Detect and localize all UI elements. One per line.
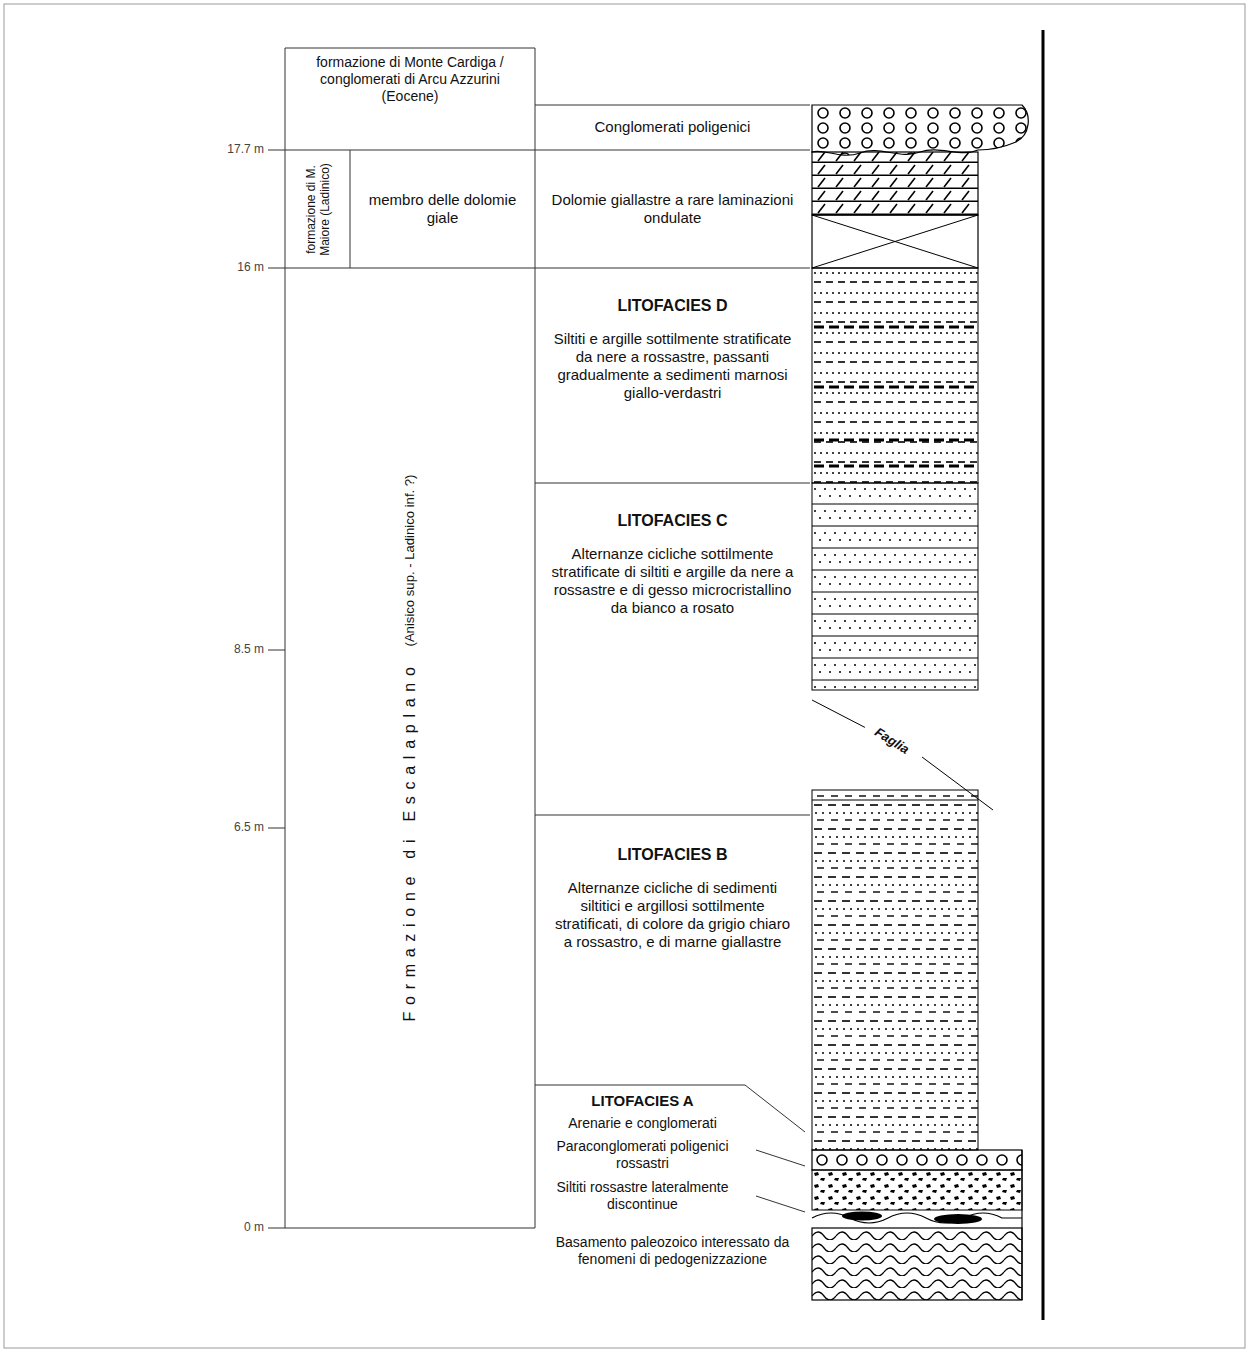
scale-label: 6.5 m <box>190 820 264 834</box>
box-text: Paraconglomerati poligenici rossastri <box>552 1138 733 1172</box>
fault-label: Faglia <box>862 718 921 763</box>
text-stack: Dolomie giallastre a rare laminazioni on… <box>537 152 808 266</box>
lithofacies-heading: LITOFACIES C <box>617 511 727 531</box>
member-box: membro delle dolomie giale <box>352 152 533 266</box>
box-text: Siltiti e argille sottilmente stratifica… <box>549 330 796 403</box>
box-line <box>535 105 810 106</box>
siltite-lens <box>934 1214 982 1224</box>
scale-label: 16 m <box>190 260 264 274</box>
scale-axis <box>285 48 286 1228</box>
box-text: (Anisico sup. - Ladinico inf. ?) <box>402 475 417 647</box>
scale-tick <box>268 650 285 651</box>
clay-layer <box>814 465 976 468</box>
text-stack: LITOFACIES A Arenarie e conglomeratiParac… <box>540 1088 745 1226</box>
box-text: formazione di Monte Cardiga / conglomera… <box>299 54 521 105</box>
conglomerate-bed <box>812 105 1028 155</box>
siltite-lens <box>842 1212 882 1221</box>
frame-rule <box>1042 30 1045 1320</box>
box-line <box>285 48 535 49</box>
box-line <box>535 48 536 1228</box>
text-stack: LITOFACIES B Alternanze cicliche di sedim… <box>537 817 808 1083</box>
box-text: Dolomie giallastre a rare laminazioni on… <box>549 191 796 228</box>
box-text: Formazione di Escalaplano <box>401 660 419 1021</box>
clay-layer <box>814 439 976 442</box>
sandstone-conglomerate-bed <box>812 1150 1022 1170</box>
lithofacies-heading: LITOFACIES D <box>617 296 727 316</box>
scale-tick <box>268 828 285 829</box>
lithology-box: Conglomerati poligenici <box>537 107 808 148</box>
box-line <box>268 1228 535 1229</box>
box-text: Alternanze cicliche sottilmente stratifi… <box>549 545 796 618</box>
black-clay-layers <box>814 327 976 466</box>
paraconglomerate-bed <box>812 1170 1022 1210</box>
lithofacies-b-bed <box>812 790 978 1150</box>
box-line <box>535 1085 745 1086</box>
box-line <box>350 150 351 268</box>
scale-label: 0 m <box>190 1220 264 1234</box>
box-line <box>268 268 810 269</box>
text-stack: membro delle dolomie giale <box>352 152 533 266</box>
dolomite-bed <box>812 152 978 215</box>
box-text: Arenarie e conglomerati <box>568 1115 717 1132</box>
lithofacies-box: LITOFACIES A Arenarie e conglomeratiParac… <box>540 1088 745 1226</box>
basement-label: Basamento paleozoico interessato da feno… <box>545 1234 800 1268</box>
lithofacies-box: LITOFACIES B Alternanze cicliche di sedim… <box>537 817 808 1083</box>
lithofacies-box: LITOFACIES C Alternanze cicliche sottilme… <box>537 485 808 813</box>
basement-bed <box>812 1228 1022 1300</box>
lithofacies-c-bed <box>812 483 978 690</box>
lithofacies-d-bed <box>812 268 978 483</box>
scale-label: 8.5 m <box>190 642 264 656</box>
lithology-box: Dolomie giallastre a rare laminazioni on… <box>537 152 808 266</box>
text-stack: formazione di M. Maiore (Ladinico) <box>287 152 348 266</box>
box-text: Siltiti rossastre lateralmente discontin… <box>552 1179 733 1213</box>
frame <box>4 4 1245 1348</box>
leader-line <box>756 1196 805 1212</box>
box-line <box>535 815 810 816</box>
lithofacies-box: LITOFACIES D Siltiti e argille sottilment… <box>537 270 808 481</box>
covered-cross <box>812 215 978 268</box>
formation-box: Formazione di Escalaplano (Anisico sup. -… <box>287 270 533 1226</box>
scale-label: 17.7 m <box>190 142 264 156</box>
box-text: Alternanze cicliche di sedimenti siltiti… <box>549 879 796 952</box>
leader-line <box>756 1150 805 1166</box>
text-stack: LITOFACIES D Siltiti e argille sottilment… <box>537 270 808 481</box>
text-stack: LITOFACIES C Alternanze cicliche sottilme… <box>537 485 808 813</box>
clay-layer <box>814 326 976 329</box>
clay-layer <box>814 386 976 389</box>
text-stack: formazione di Monte Cardiga / conglomera… <box>287 50 533 148</box>
fault-line <box>812 700 868 729</box>
lithofacies-heading: LITOFACIES A <box>591 1092 693 1110</box>
box-line <box>268 150 810 151</box>
text-stack: Conglomerati poligenici <box>537 107 808 148</box>
box-text: Conglomerati poligenici <box>595 118 751 136</box>
covered-cross <box>812 215 978 268</box>
text-stack: Formazione di Escalaplano (Anisico sup. -… <box>287 270 533 1226</box>
leader-line <box>745 1085 805 1132</box>
box-text: formazione di M. Maiore (Ladinico) <box>304 155 332 263</box>
box-line <box>535 483 810 484</box>
table-lines <box>268 48 810 1228</box>
covered-interval <box>812 215 978 268</box>
bed-line <box>812 800 978 801</box>
formation-box: formazione di Monte Cardiga / conglomera… <box>287 50 533 148</box>
box-text: membro delle dolomie giale <box>364 191 521 228</box>
formation-box: formazione di M. Maiore (Ladinico) <box>287 152 348 266</box>
lithofacies-heading: LITOFACIES B <box>617 845 727 865</box>
